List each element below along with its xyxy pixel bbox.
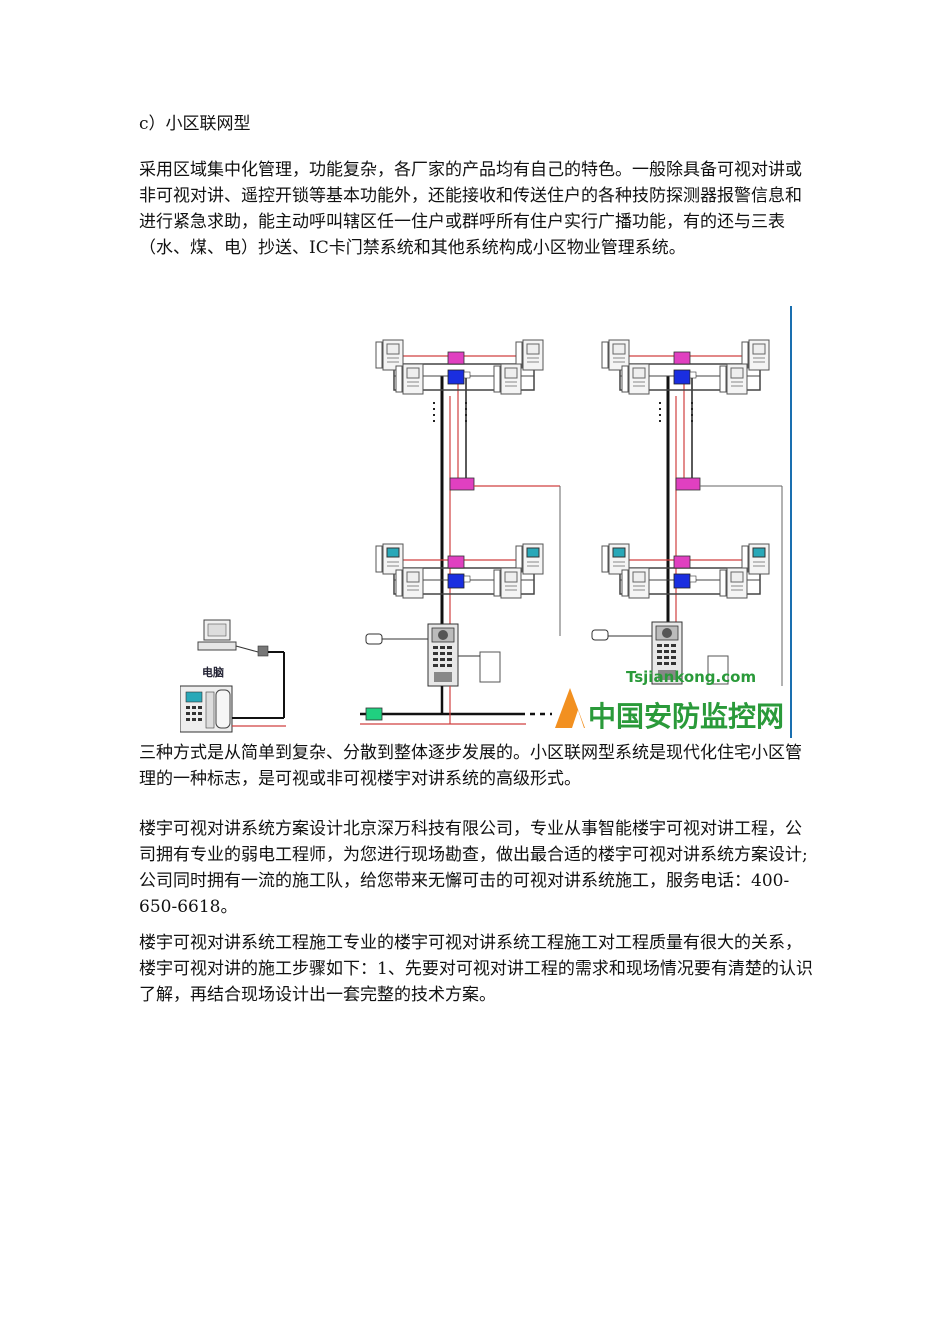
watermark-url: Tsjiankong.com xyxy=(626,668,756,686)
paragraph-construction: 楼宇可视对讲系统工程施工专业的楼宇可视对讲系统工程施工对工程质量有很大的关系，楼… xyxy=(139,933,813,1005)
paragraph-company: 楼宇可视对讲系统方案设计北京深万科技有限公司，专业从事智能楼宇可视对讲工程，公司… xyxy=(139,819,808,917)
paragraph-intro: 采用区域集中化管理，功能复杂，各厂家的产品均有自己的特色。一般除具备可视对讲或非… xyxy=(139,160,802,258)
building-left xyxy=(365,339,561,687)
paragraph-summary: 三种方式是从简单到复杂、分散到整体逐步发展的。小区联网型系统是现代化住宅小区管理… xyxy=(139,743,802,789)
section-heading: c）小区联网型 xyxy=(139,114,251,134)
building-right xyxy=(591,339,783,685)
network-intercom-diagram: 电脑 Tsjiankong.com 中国安防监控网 xyxy=(180,306,796,738)
network-terminal xyxy=(365,707,383,721)
computer-label: 电脑 xyxy=(202,665,224,679)
watermark-logo: Tsjiankong.com 中国安防监控网 xyxy=(555,668,784,733)
watermark-brand: 中国安防监控网 xyxy=(588,700,784,733)
management-center: 电脑 xyxy=(180,619,286,733)
